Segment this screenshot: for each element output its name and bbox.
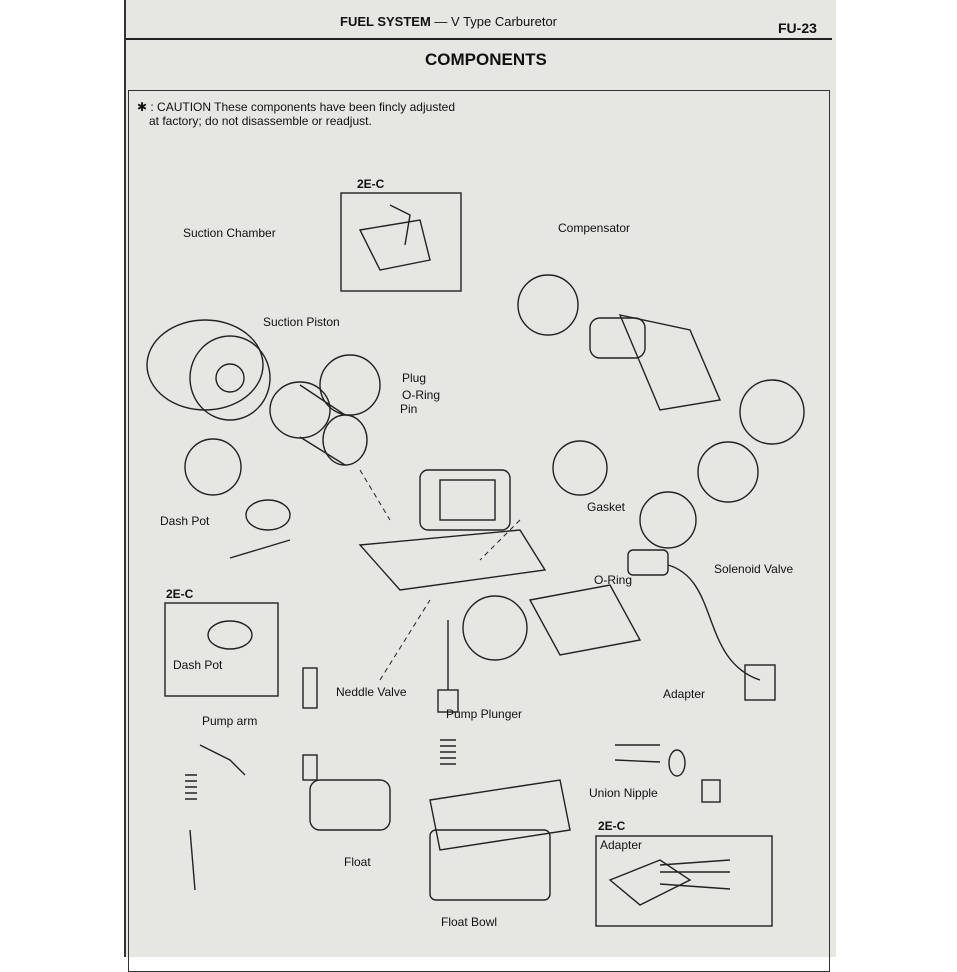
label-suction-chamber: Suction Chamber: [183, 226, 276, 240]
section-title: FUEL SYSTEM: [340, 14, 431, 29]
section-header: FUEL SYSTEM — V Type Carburetor: [340, 14, 557, 29]
label-dash-pot-2ec: Dash Pot: [173, 658, 223, 672]
label-pin: Pin: [400, 402, 418, 416]
detail-circle: [319, 354, 381, 416]
section-subtitle: — V Type Carburetor: [434, 14, 557, 29]
label-dash-pot: Dash Pot: [160, 514, 210, 528]
dash-pot-part: [229, 499, 291, 559]
label-2ec-top: 2E-C: [357, 177, 385, 191]
label-2ec-mid: 2E-C: [166, 587, 194, 601]
label-float-bowl: Float Bowl: [441, 915, 498, 929]
inset-box-top: [340, 192, 462, 292]
pump-plunger-part: [437, 620, 459, 765]
label-adapter: Adapter: [663, 687, 706, 701]
carburetor-body: [358, 469, 547, 591]
rod-part: [189, 829, 196, 891]
label-suction-piston: Suction Piston: [263, 315, 340, 329]
scanned-page: [124, 0, 836, 957]
detail-circle: [184, 438, 242, 496]
inset-box-bottom: [595, 835, 773, 927]
detail-circle: [462, 595, 528, 661]
dash-pot-2ec-part: [207, 620, 253, 650]
union-nipple-part: [614, 744, 721, 803]
compensator-part: [517, 274, 805, 503]
label-compensator: Compensator: [558, 221, 631, 235]
detail-circle: [639, 491, 697, 549]
solenoid-valve-part: [627, 549, 776, 701]
caution-line-2: at factory; do not disassemble or readju…: [149, 114, 372, 128]
label-pump-plunger: Pump Plunger: [446, 707, 523, 721]
caution-note: ✱ : CAUTION These components have been f…: [137, 100, 455, 128]
bracket-part: [358, 204, 431, 271]
adapter-part: [528, 584, 642, 656]
pump-arm-part: [199, 744, 246, 776]
label-union-nipple: Union Nipple: [589, 786, 658, 800]
needle-valve-part: [302, 667, 318, 781]
label-2ec-bottom: 2E-C: [598, 819, 626, 833]
label-adapter-2ec: Adapter: [600, 838, 643, 852]
float-bowl-part: [429, 779, 571, 901]
caution-line-1: ✱ : CAUTION These components have been f…: [137, 100, 455, 114]
label-float: Float: [344, 855, 371, 869]
label-needle-valve: Neddle Valve: [336, 685, 407, 699]
label-solenoid-valve: Solenoid Valve: [714, 562, 794, 576]
label-pump-arm: Pump arm: [202, 714, 258, 728]
label-o-ring-2: O-Ring: [594, 573, 633, 587]
page-number: FU-23: [778, 20, 817, 36]
adapter-2ec-part: [608, 859, 731, 906]
suction-chamber-part: [146, 319, 271, 421]
inset-box-mid: [164, 602, 279, 697]
float-part: [309, 779, 391, 831]
label-gasket: Gasket: [587, 500, 626, 514]
suction-piston-part: [269, 381, 368, 466]
page-title: COMPONENTS: [425, 50, 547, 69]
detail-circle: [552, 440, 608, 496]
label-o-ring-1: O-Ring: [402, 388, 441, 402]
header-rule: [126, 38, 832, 40]
spring-part: [185, 774, 197, 800]
label-plug: Plug: [402, 371, 427, 385]
assembly-guide-lines: [359, 469, 521, 681]
